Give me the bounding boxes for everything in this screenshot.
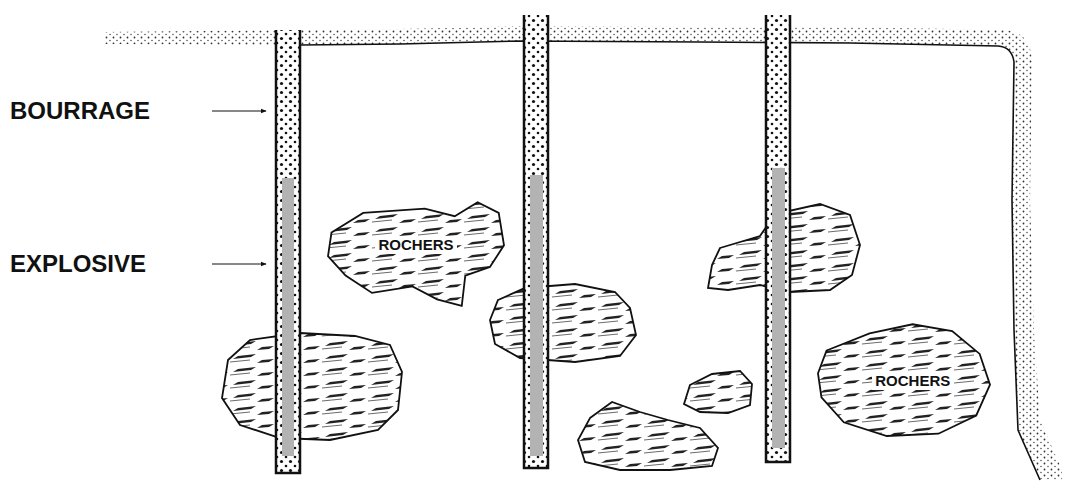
ground-surface — [105, 26, 1062, 480]
leader-arrow — [212, 264, 266, 265]
rock-outline-path — [328, 202, 504, 306]
rock-outline-path — [818, 324, 990, 436]
rock-label: ROCHERS — [872, 372, 953, 390]
boreholes — [276, 15, 790, 473]
rock-label: ROCHERS — [375, 236, 456, 254]
leader-arrow — [212, 111, 266, 112]
rock-shape: ROCHERS — [816, 320, 992, 438]
part-label: EXPLOSIVE — [10, 250, 146, 278]
rock-shape: ROCHERS — [326, 198, 506, 310]
ground-line — [300, 41, 1040, 480]
part-label: BOURRAGE — [10, 97, 150, 125]
